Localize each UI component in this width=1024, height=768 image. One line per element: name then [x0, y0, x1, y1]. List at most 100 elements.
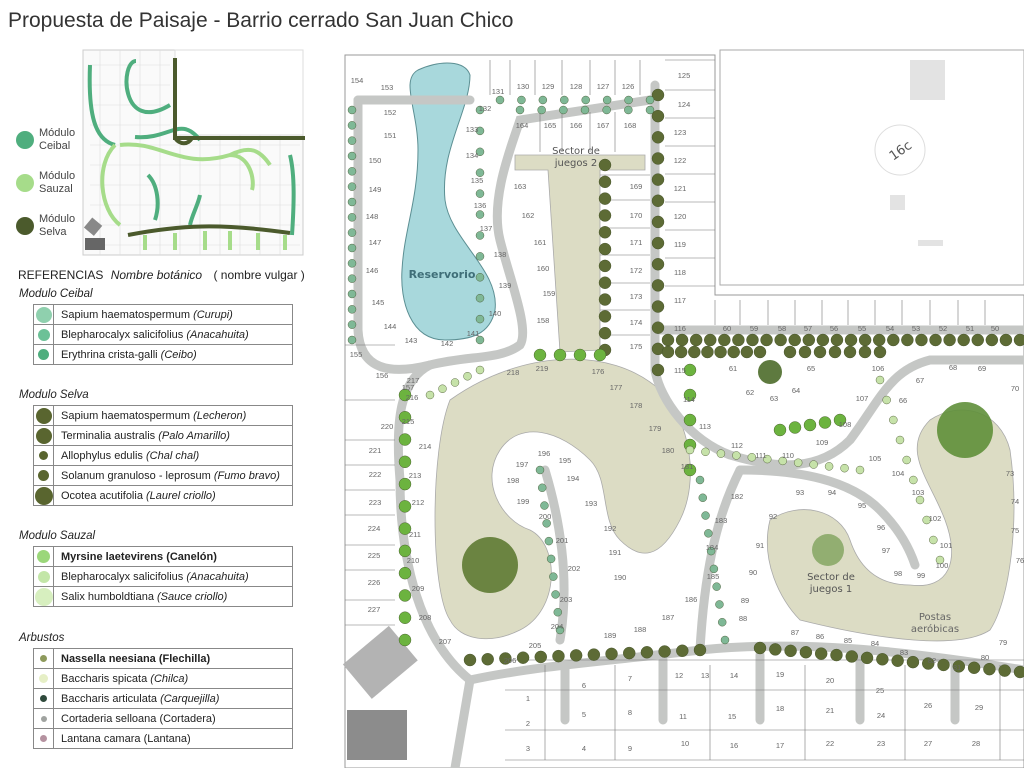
tree-symbol-icon	[35, 427, 52, 444]
tree-icon	[809, 460, 818, 469]
tree-icon	[598, 242, 612, 256]
lot-number: 219	[536, 364, 549, 373]
tree-icon	[475, 252, 485, 261]
tree-icon	[943, 333, 956, 347]
tree-icon	[347, 274, 357, 283]
tree-icon	[769, 643, 782, 656]
tree-icon	[714, 345, 727, 359]
species-symbol-cell	[33, 425, 54, 446]
lot-number: 225	[368, 551, 381, 560]
lot-number: 129	[542, 82, 555, 91]
legend-row: Sapium haematospermum (Curupi)	[33, 304, 293, 325]
tree-icon	[774, 333, 787, 347]
lot-number: 64	[792, 386, 800, 395]
tree-icon	[398, 500, 412, 513]
lot-number: 73	[1006, 469, 1014, 478]
lot-number: 169	[630, 182, 643, 191]
tree-symbol-icon	[35, 306, 52, 323]
tree-icon	[658, 645, 671, 658]
tree-icon	[683, 388, 697, 402]
common-name: (Lecheron)	[193, 409, 247, 422]
common-name-heading: ( nombre vulgar )	[213, 268, 305, 282]
legend-section-title: Arbustos	[19, 632, 65, 644]
playground-2-label: juegos 2	[554, 158, 598, 169]
tree-icon	[515, 105, 525, 115]
lot-number: 85	[844, 636, 852, 645]
lot-number: 193	[585, 499, 598, 508]
tree-icon	[398, 388, 412, 402]
lot-number: 75	[1011, 526, 1019, 535]
tree-icon	[537, 105, 546, 115]
lot-number: 164	[516, 121, 529, 130]
tree-icon	[709, 564, 719, 574]
species-name-cell: Blepharocalyx salicifolius (Anacahuita)	[53, 324, 293, 345]
tree-icon	[555, 625, 565, 635]
lot-number: 163	[514, 182, 527, 191]
lot-number: 67	[916, 376, 924, 385]
tree-icon	[715, 600, 724, 609]
tree-icon	[843, 345, 857, 359]
tree-symbol-icon	[34, 587, 53, 606]
lot-number: 81	[953, 663, 961, 672]
tree-icon	[347, 320, 357, 329]
tree-icon	[882, 395, 891, 405]
legend-row: Blepharocalyx salicifolius (Anacahuita)	[33, 324, 293, 345]
lot-number: 157	[402, 383, 415, 392]
tree-icon	[347, 136, 357, 145]
tree-icon	[651, 131, 665, 144]
lot-number: 194	[567, 474, 580, 483]
species-name-cell: Allophylus edulis (Chal chal)	[53, 445, 293, 466]
common-name: (Chilca)	[150, 672, 189, 685]
legend-row: Salix humboldtiana (Sauce criollo)	[33, 586, 293, 607]
tree-icon	[858, 345, 872, 359]
lot-number: 16	[730, 741, 738, 750]
species-symbol-cell	[33, 485, 54, 506]
tree-icon	[799, 646, 813, 659]
tree-symbol-icon	[39, 451, 48, 461]
lot-number: 133	[466, 125, 479, 134]
lot-number: 108	[839, 420, 852, 429]
lot-number: 168	[624, 121, 637, 130]
tree-icon	[347, 228, 357, 237]
tree-icon	[651, 300, 665, 313]
species-symbol-cell	[33, 728, 54, 749]
lot-number: 121	[674, 184, 687, 193]
common-name: (Sauce criollo)	[157, 590, 228, 603]
lot-number: 158	[537, 316, 550, 325]
lot-number: 173	[630, 292, 643, 301]
tree-icon	[598, 259, 612, 273]
tree-icon	[598, 276, 612, 289]
common-name: (Cortadera)	[159, 712, 216, 725]
tree-icon	[712, 582, 721, 591]
lot-number: 181	[681, 462, 694, 471]
tree-icon	[475, 293, 485, 303]
tree-icon	[828, 345, 842, 359]
aerobic-stations-label: aeróbicas	[911, 623, 959, 635]
tree-icon	[698, 493, 707, 502]
tree-icon	[929, 535, 938, 545]
lot-number: 3	[526, 744, 530, 753]
species-name-cell: Cortaderia selloana (Cortadera)	[53, 708, 293, 729]
tree-icon	[598, 293, 612, 306]
tree-icon	[475, 126, 485, 136]
legend-row: Blepharocalyx salicifolius (Anacahuita)	[33, 566, 293, 587]
lot-number: 14	[730, 671, 738, 680]
lot-number: 150	[369, 156, 382, 165]
tree-icon	[873, 345, 887, 359]
tree-icon	[475, 189, 485, 198]
tree-symbol-icon	[40, 695, 47, 703]
tree-symbol-icon	[38, 470, 49, 482]
lot-number: 13	[701, 671, 709, 680]
lot-number: 197	[516, 460, 529, 469]
module-key-label: Módulo	[39, 213, 76, 225]
tree-icon	[475, 335, 485, 345]
tree-icon	[651, 258, 665, 271]
legend-row: Nassella neesiana (Flechilla)	[33, 648, 293, 669]
tree-icon	[753, 641, 767, 655]
lot-number: 143	[405, 336, 418, 345]
tree-icon	[693, 643, 707, 657]
tree-icon	[569, 649, 583, 662]
species-symbol-cell	[33, 668, 54, 689]
tree-icon	[347, 121, 357, 130]
tree-icon	[398, 611, 412, 624]
